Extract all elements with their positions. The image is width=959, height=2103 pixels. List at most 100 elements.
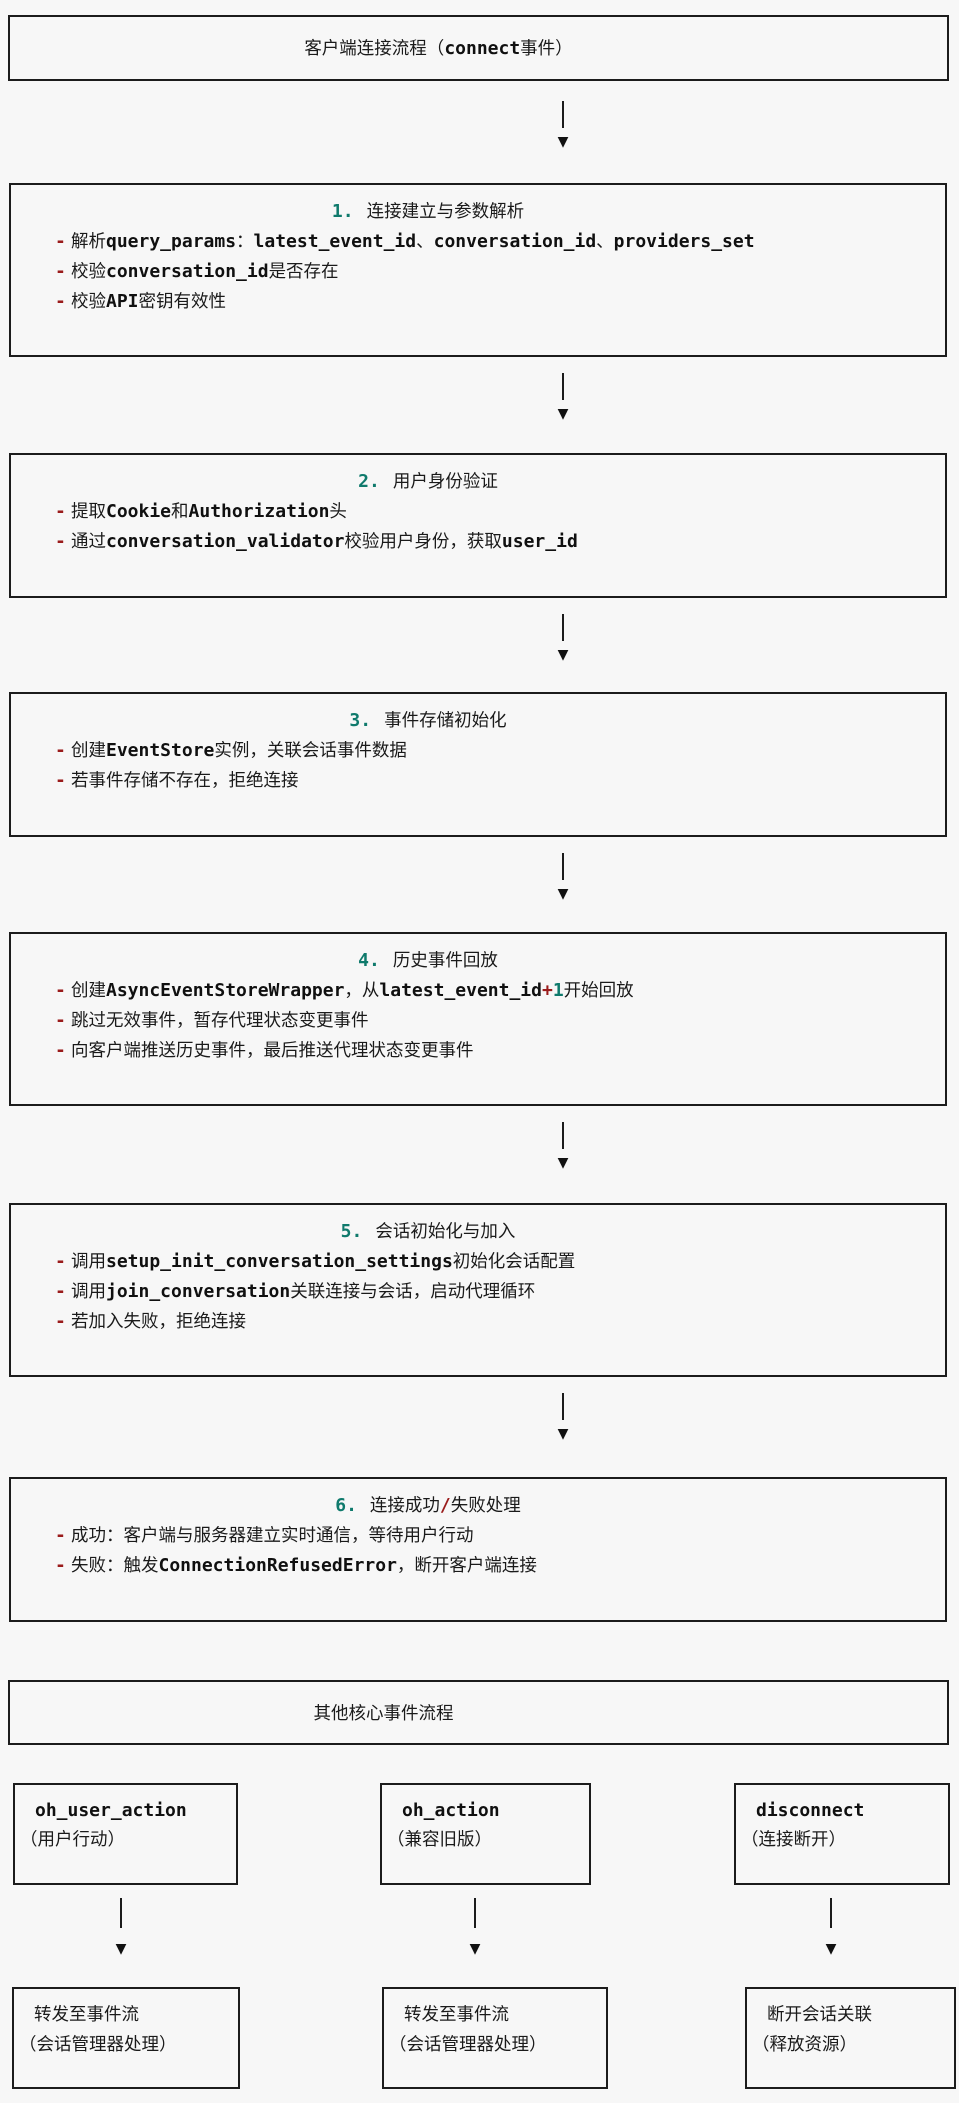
connector-line: [473, 1898, 477, 1928]
flow-title-text: 事件）: [520, 39, 573, 59]
target-line1: 转发至事件流: [34, 2005, 139, 2025]
arrow-down-icon: ▼: [557, 406, 569, 422]
step-number: 5.: [340, 1221, 363, 1242]
bullet-dash: -: [55, 531, 66, 552]
step-5-title: 5.会话初始化与加入: [340, 1221, 516, 1242]
flow-connector-5: ▼: [552, 1122, 574, 1171]
step-box-2: 2.用户身份验证 -提取Cookie和Authorization头 -通过con…: [9, 453, 947, 598]
event-desc: （兼容旧版）: [387, 1830, 492, 1850]
flow-connector-4: ▼: [552, 853, 574, 902]
connector-line: [829, 1898, 833, 1928]
target-line2: （释放资源）: [752, 2035, 857, 2055]
step-6-title: 6.连接成功/失败处理: [335, 1495, 521, 1516]
event-name: oh_action: [402, 1800, 500, 1821]
target-box-1: 转发至事件流 （会话管理器处理）: [12, 1987, 240, 2089]
step-number: 4.: [358, 950, 380, 971]
step-2-bullet-2: -通过conversation_validator校验用户身份，获取user_i…: [11, 527, 945, 557]
step-box-4: 4.历史事件回放 -创建AsyncEventStoreWrapper，从late…: [9, 932, 947, 1106]
slash-separator: /: [439, 1495, 451, 1516]
bullet-dash: -: [55, 1311, 66, 1332]
step-2-title: 2.用户身份验证: [358, 471, 498, 492]
step-number: 1.: [331, 201, 354, 222]
flow-title-code: connect: [444, 38, 521, 59]
event-desc: （用户行动）: [20, 1830, 125, 1850]
bullet-dash: -: [55, 261, 66, 282]
step-6-bullet-2: -失败：触发ConnectionRefusedError，断开客户端连接: [11, 1551, 945, 1581]
arrow-down-icon: ▼: [557, 647, 569, 663]
connector-line: [119, 1898, 123, 1928]
connector-line: [561, 614, 565, 641]
bullet-dash: -: [55, 1040, 66, 1061]
step-5-bullet-2: -调用join_conversation关联连接与会话，启动代理循环: [11, 1277, 945, 1307]
bullet-dash: -: [55, 1010, 66, 1031]
bullet-dash: -: [55, 1281, 66, 1302]
literal-number: 1: [552, 980, 564, 1001]
connector-line: [561, 853, 565, 880]
plus-operator: +: [541, 980, 553, 1001]
flow-title-text: 客户端连接流程（: [304, 39, 445, 59]
event-box-disconnect: disconnect （连接断开）: [734, 1783, 950, 1885]
target-line2: （会话管理器处理）: [389, 2035, 547, 2055]
target-line1: 转发至事件流: [404, 2005, 509, 2025]
event-box-oh-user-action: oh_user_action （用户行动）: [13, 1783, 238, 1885]
step-5-bullet-1: -调用setup_init_conversation_settings初始化会话…: [11, 1247, 945, 1277]
arrow-down-icon: ▼: [557, 1155, 569, 1171]
arrow-down-icon: ▼: [557, 886, 569, 902]
event-name: oh_user_action: [35, 1800, 187, 1821]
step-box-3: 3.事件存储初始化 -创建EventStore实例，关联会话事件数据 -若事件存…: [9, 692, 947, 837]
step-6-bullet-1: -成功：客户端与服务器建立实时通信，等待用户行动: [11, 1521, 945, 1551]
event-connector-1: ▼: [110, 1898, 132, 1957]
arrow-down-icon: ▼: [115, 1941, 127, 1957]
connector-line: [561, 101, 565, 128]
flow-connector-3: ▼: [552, 614, 574, 663]
bullet-dash: -: [55, 231, 66, 252]
bullet-dash: -: [55, 980, 66, 1001]
arrow-down-icon: ▼: [557, 1426, 569, 1442]
step-number: 6.: [335, 1495, 357, 1516]
flow-title-box: 客户端连接流程（connect事件）: [8, 15, 949, 81]
target-box-3: 断开会话关联 （释放资源）: [745, 1987, 956, 2089]
step-1-bullet-3: -校验API密钥有效性: [11, 287, 945, 317]
step-box-1: 1.连接建立与参数解析 -解析query_params：latest_event…: [9, 183, 947, 357]
target-box-2: 转发至事件流 （会话管理器处理）: [382, 1987, 608, 2089]
step-3-bullet-2: -若事件存储不存在，拒绝连接: [11, 766, 945, 796]
section-title: 其他核心事件流程: [313, 1704, 454, 1724]
step-5-bullet-3: -若加入失败，拒绝连接: [11, 1307, 945, 1337]
event-connector-3: ▼: [820, 1898, 842, 1957]
step-3-bullet-1: -创建EventStore实例，关联会话事件数据: [11, 736, 945, 766]
bullet-dash: -: [55, 501, 66, 522]
bullet-dash: -: [55, 740, 66, 761]
step-number: 2.: [358, 471, 380, 492]
arrow-down-icon: ▼: [557, 134, 569, 150]
step-2-bullet-1: -提取Cookie和Authorization头: [11, 497, 945, 527]
step-box-6: 6.连接成功/失败处理 -成功：客户端与服务器建立实时通信，等待用户行动 -失败…: [9, 1477, 947, 1622]
step-1-bullet-1: -解析query_params：latest_event_id、conversa…: [11, 227, 945, 257]
arrow-down-icon: ▼: [825, 1941, 837, 1957]
step-1-title: 1.连接建立与参数解析: [331, 201, 525, 222]
event-desc: （连接断开）: [741, 1830, 846, 1850]
event-name: disconnect: [756, 1800, 865, 1821]
bullet-dash: -: [55, 1251, 66, 1272]
arrow-down-icon: ▼: [469, 1941, 481, 1957]
step-4-bullet-3: -向客户端推送历史事件，最后推送代理状态变更事件: [11, 1036, 945, 1066]
flow-connector-2: ▼: [552, 373, 574, 422]
bullet-dash: -: [55, 1555, 66, 1576]
section-header-box: 其他核心事件流程: [8, 1680, 949, 1745]
step-box-5: 5.会话初始化与加入 -调用setup_init_conversation_se…: [9, 1203, 947, 1377]
step-4-bullet-1: -创建AsyncEventStoreWrapper，从latest_event_…: [11, 976, 945, 1006]
step-3-title: 3.事件存储初始化: [349, 710, 507, 731]
event-connector-2: ▼: [464, 1898, 486, 1957]
bullet-dash: -: [55, 770, 66, 791]
flow-connector-6: ▼: [552, 1393, 574, 1442]
event-box-oh-action: oh_action （兼容旧版）: [380, 1783, 591, 1885]
flow-connector-1: ▼: [552, 101, 574, 150]
step-4-bullet-2: -跳过无效事件，暂存代理状态变更事件: [11, 1006, 945, 1036]
connector-line: [561, 1122, 565, 1149]
target-line2: （会话管理器处理）: [19, 2035, 177, 2055]
step-1-bullet-2: -校验conversation_id是否存在: [11, 257, 945, 287]
flow-title: 客户端连接流程（connect事件）: [304, 34, 572, 64]
connector-line: [561, 373, 565, 400]
bullet-dash: -: [55, 1525, 66, 1546]
connector-line: [561, 1393, 565, 1420]
